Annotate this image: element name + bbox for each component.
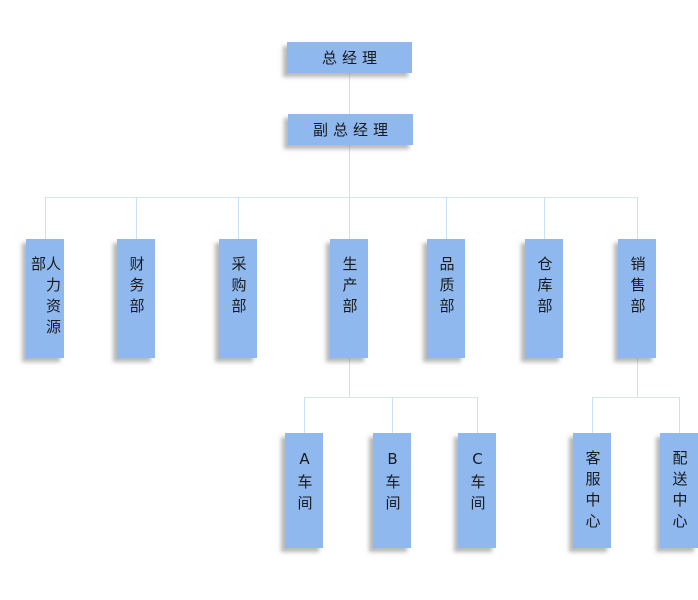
node-label: 总经理 xyxy=(321,49,382,67)
node-label: 采购部 xyxy=(229,256,248,319)
connector-line xyxy=(637,358,638,397)
node-dept-hr: 人力资源部 xyxy=(26,239,64,358)
connector-line xyxy=(392,397,393,433)
connector-line xyxy=(477,397,478,433)
connector-line xyxy=(679,397,680,433)
node-label: 人力资源部 xyxy=(29,256,62,340)
node-label: 品质部 xyxy=(437,256,456,319)
node-label: C车间 xyxy=(468,450,487,516)
connector-line xyxy=(349,358,350,397)
node-dept-purchasing: 采购部 xyxy=(219,239,257,358)
connector-line xyxy=(45,197,46,239)
connector-line xyxy=(446,197,447,239)
connector-line xyxy=(238,197,239,239)
node-dept-sales: 销售部 xyxy=(618,239,656,358)
node-dept-warehouse: 仓库部 xyxy=(525,239,563,358)
connector-line xyxy=(544,197,545,239)
node-label: A车间 xyxy=(295,450,314,516)
connector-line xyxy=(304,397,305,433)
node-dept-production: 生产部 xyxy=(330,239,368,358)
connector-line xyxy=(592,397,679,398)
node-customer-service-center: 客服中心 xyxy=(573,433,611,548)
connector-line xyxy=(349,197,350,239)
connector-line xyxy=(349,73,350,114)
connector-line xyxy=(592,397,593,433)
node-dept-quality: 品质部 xyxy=(427,239,465,358)
node-workshop-a: A车间 xyxy=(285,433,323,548)
connector-line xyxy=(136,197,137,239)
connector-line xyxy=(349,145,350,197)
node-dept-finance: 财务部 xyxy=(117,239,155,358)
node-workshop-b: B车间 xyxy=(373,433,411,548)
node-label: 配送中心 xyxy=(670,450,689,534)
node-label: 客服中心 xyxy=(583,450,602,534)
node-deputy-general-manager: 副总经理 xyxy=(288,114,413,145)
connector-line xyxy=(637,197,638,239)
node-general-manager: 总经理 xyxy=(287,42,412,73)
node-label: B车间 xyxy=(383,450,402,516)
node-workshop-c: C车间 xyxy=(458,433,496,548)
node-label: 仓库部 xyxy=(535,256,554,319)
connector-line xyxy=(304,397,477,398)
node-distribution-center: 配送中心 xyxy=(660,433,698,548)
node-label: 生产部 xyxy=(340,256,359,319)
connector-line xyxy=(45,197,638,198)
node-label: 销售部 xyxy=(628,256,647,319)
node-label: 副总经理 xyxy=(312,121,393,139)
node-label: 财务部 xyxy=(127,256,146,319)
